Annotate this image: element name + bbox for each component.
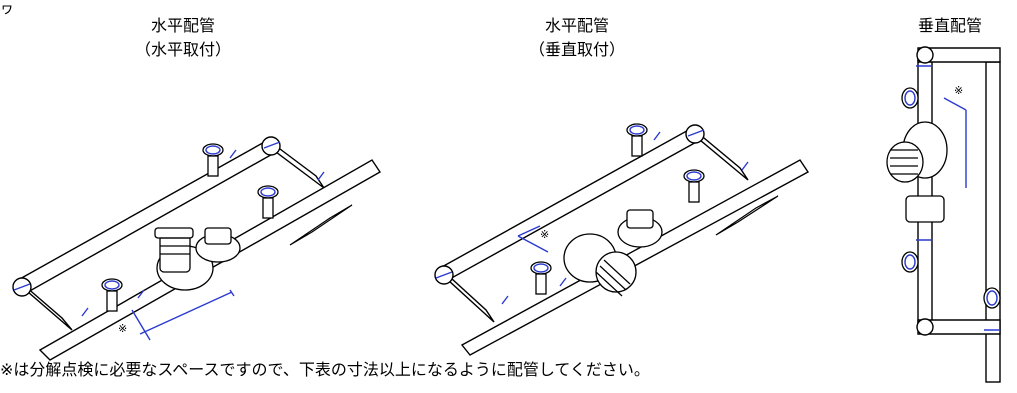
dimension-mark-1: ※ xyxy=(118,322,128,335)
panel-1-subtitle: （水平取付） xyxy=(134,40,231,59)
footnote: ※は分解点検に必要なスペースですので、下表の寸法以上になるように配管してください… xyxy=(0,360,650,379)
panel-1-title: 水平配管 xyxy=(150,16,215,35)
dimension-mark-3: ※ xyxy=(954,84,964,97)
panel-2-subtitle: （垂直取付） xyxy=(528,40,625,59)
panel-2-title: 水平配管 xyxy=(544,16,609,35)
diagram-horizontal-vertical-mount xyxy=(434,123,810,356)
dimension-mark-2: ※ xyxy=(540,228,550,241)
corner-glyph: ヮ xyxy=(0,1,14,17)
panel-3-title: 垂直配管 xyxy=(917,16,982,35)
diagram-vertical-piping xyxy=(886,46,1001,383)
corner-fragment: ヮ xyxy=(0,0,14,18)
diagram-horizontal-horizontal-mount xyxy=(12,136,381,361)
